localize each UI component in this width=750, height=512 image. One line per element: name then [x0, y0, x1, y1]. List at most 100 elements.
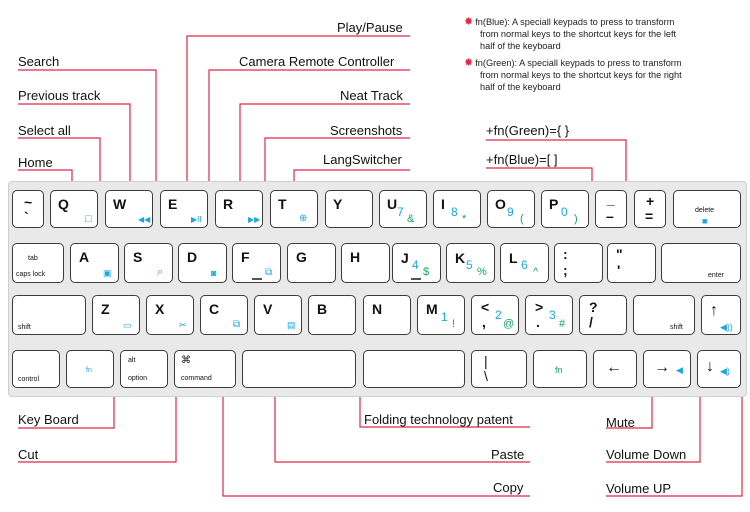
- key-fn-blue[interactable]: fn: [66, 350, 114, 388]
- key-y[interactable]: Y: [325, 190, 373, 228]
- select-all-icon: ▣: [103, 268, 112, 278]
- key-g[interactable]: G: [287, 243, 336, 283]
- key-p-symbol: ): [574, 213, 578, 225]
- key-left[interactable]: ←: [593, 350, 637, 388]
- key-f[interactable]: F ⧉: [232, 243, 281, 283]
- key-l[interactable]: L 6 ^: [500, 243, 549, 283]
- key-m[interactable]: M 1 !: [417, 295, 465, 335]
- key-plus[interactable]: + =: [634, 190, 666, 228]
- keyboard-icon: ▭: [123, 320, 132, 330]
- key-delete[interactable]: delete ■: [673, 190, 741, 228]
- key-v-label: V: [263, 301, 273, 317]
- key-o[interactable]: O 9 (: [487, 190, 535, 228]
- key-r[interactable]: R ▶▶: [215, 190, 263, 228]
- key-h[interactable]: H: [341, 243, 390, 283]
- key-right[interactable]: → ◀: [643, 350, 691, 388]
- play-pause-icon: ▶II: [191, 215, 202, 224]
- key-g-label: G: [296, 249, 307, 265]
- key-shift-left[interactable]: shift: [12, 295, 86, 335]
- key-k-symbol: %: [477, 266, 487, 278]
- note-blue-line2: from normal keys to the shortcut keys fo…: [480, 29, 677, 39]
- key-h-label: H: [350, 249, 361, 265]
- key-backslash-bottom: \: [484, 368, 488, 384]
- label-folding: Folding technology patent: [364, 412, 513, 427]
- home-row-bump: [252, 278, 262, 280]
- key-enter[interactable]: enter: [661, 243, 741, 283]
- key-c[interactable]: C ⧉: [200, 295, 248, 335]
- key-backslash[interactable]: | \: [471, 350, 527, 388]
- label-search: Search: [18, 54, 60, 69]
- key-alt-label: alt: [128, 357, 136, 364]
- marker-icon: ✸: [464, 16, 474, 28]
- volume-down-icon: ◀): [720, 366, 730, 376]
- key-i-label: I: [441, 196, 445, 212]
- key-fn-green[interactable]: fn: [533, 350, 587, 388]
- key-q[interactable]: Q □: [50, 190, 98, 228]
- key-z[interactable]: Z ▭: [92, 295, 140, 335]
- key-period-symbol: #: [559, 318, 566, 330]
- key-w[interactable]: W ◀◀: [105, 190, 153, 228]
- label-select-all: Select all: [18, 123, 71, 138]
- key-quote[interactable]: " ': [607, 243, 656, 283]
- next-track-icon: ▶▶: [248, 215, 261, 224]
- key-w-label: W: [113, 196, 127, 212]
- key-period[interactable]: > . 3 #: [525, 295, 573, 335]
- key-m-number: 1: [441, 310, 448, 324]
- key-u[interactable]: U 7 &: [379, 190, 427, 228]
- key-x[interactable]: X ✂: [146, 295, 194, 335]
- key-b-label: B: [317, 301, 328, 317]
- key-comma[interactable]: < , 2 @: [471, 295, 519, 335]
- volume-up-icon: ◀)): [720, 322, 733, 332]
- key-command-label: command: [181, 375, 212, 382]
- key-option[interactable]: alt option: [120, 350, 168, 388]
- label-copy: Copy: [493, 480, 524, 495]
- key-b[interactable]: B: [308, 295, 356, 335]
- home-icon: □: [85, 213, 92, 225]
- key-c-label: C: [209, 301, 220, 317]
- key-y-label: Y: [333, 196, 343, 212]
- key-space-left[interactable]: [242, 350, 356, 388]
- key-u-symbol: &: [407, 213, 415, 225]
- label-paste: Paste: [491, 447, 525, 462]
- key-shift-left-label: shift: [18, 324, 31, 331]
- key-tab-capslock[interactable]: tab caps lock: [12, 243, 64, 283]
- key-s[interactable]: S ⌕: [124, 243, 173, 283]
- key-i[interactable]: I 8 *: [433, 190, 481, 228]
- note-fn-green: ✸fn(Green): A speciall keypads to press …: [464, 57, 682, 93]
- key-tilde-bottom: `: [24, 209, 29, 225]
- key-v[interactable]: V ▤: [254, 295, 302, 335]
- key-up[interactable]: ↑ ◀)): [701, 295, 741, 335]
- key-a[interactable]: A ▣: [70, 243, 119, 283]
- key-slash[interactable]: ? /: [579, 295, 627, 335]
- key-space-right[interactable]: [363, 350, 465, 388]
- key-semicolon[interactable]: : ;: [554, 243, 603, 283]
- mute-icon: ◀: [676, 365, 683, 375]
- note-fn-blue: ✸fn(Blue): A speciall keypads to press t…: [464, 16, 676, 52]
- key-j[interactable]: J 4 $: [392, 243, 441, 283]
- label-previous-track: Previous track: [18, 88, 101, 103]
- key-shift-right[interactable]: shift: [633, 295, 695, 335]
- camera-icon: ◙: [211, 268, 217, 278]
- cut-icon: ✂: [179, 320, 187, 330]
- note-blue-line1: fn(Blue): A speciall keypads to press to…: [475, 17, 675, 27]
- key-comma-symbol: @: [503, 318, 515, 330]
- key-minus[interactable]: _ –: [595, 190, 627, 228]
- key-command[interactable]: ⌘ command: [174, 350, 236, 388]
- label-play-pause: Play/Pause: [337, 20, 403, 35]
- key-t[interactable]: T ⊕: [270, 190, 318, 228]
- key-slash-top: ?: [589, 299, 598, 315]
- key-n[interactable]: N: [363, 295, 411, 335]
- key-p-number: 0: [561, 205, 568, 219]
- key-k[interactable]: K 5 %: [446, 243, 495, 283]
- key-down[interactable]: ↓ ◀): [697, 350, 741, 388]
- key-tilde[interactable]: ~ `: [12, 190, 44, 228]
- key-p[interactable]: P 0 ): [541, 190, 589, 228]
- key-backslash-top: |: [484, 353, 488, 369]
- key-l-label: L: [509, 250, 518, 266]
- key-o-number: 9: [507, 205, 514, 219]
- key-d[interactable]: D ◙: [178, 243, 227, 283]
- key-comma-top: <: [481, 299, 490, 315]
- key-e[interactable]: E ▶II: [160, 190, 208, 228]
- key-control[interactable]: control: [12, 350, 60, 388]
- key-minus-top: _: [607, 191, 615, 207]
